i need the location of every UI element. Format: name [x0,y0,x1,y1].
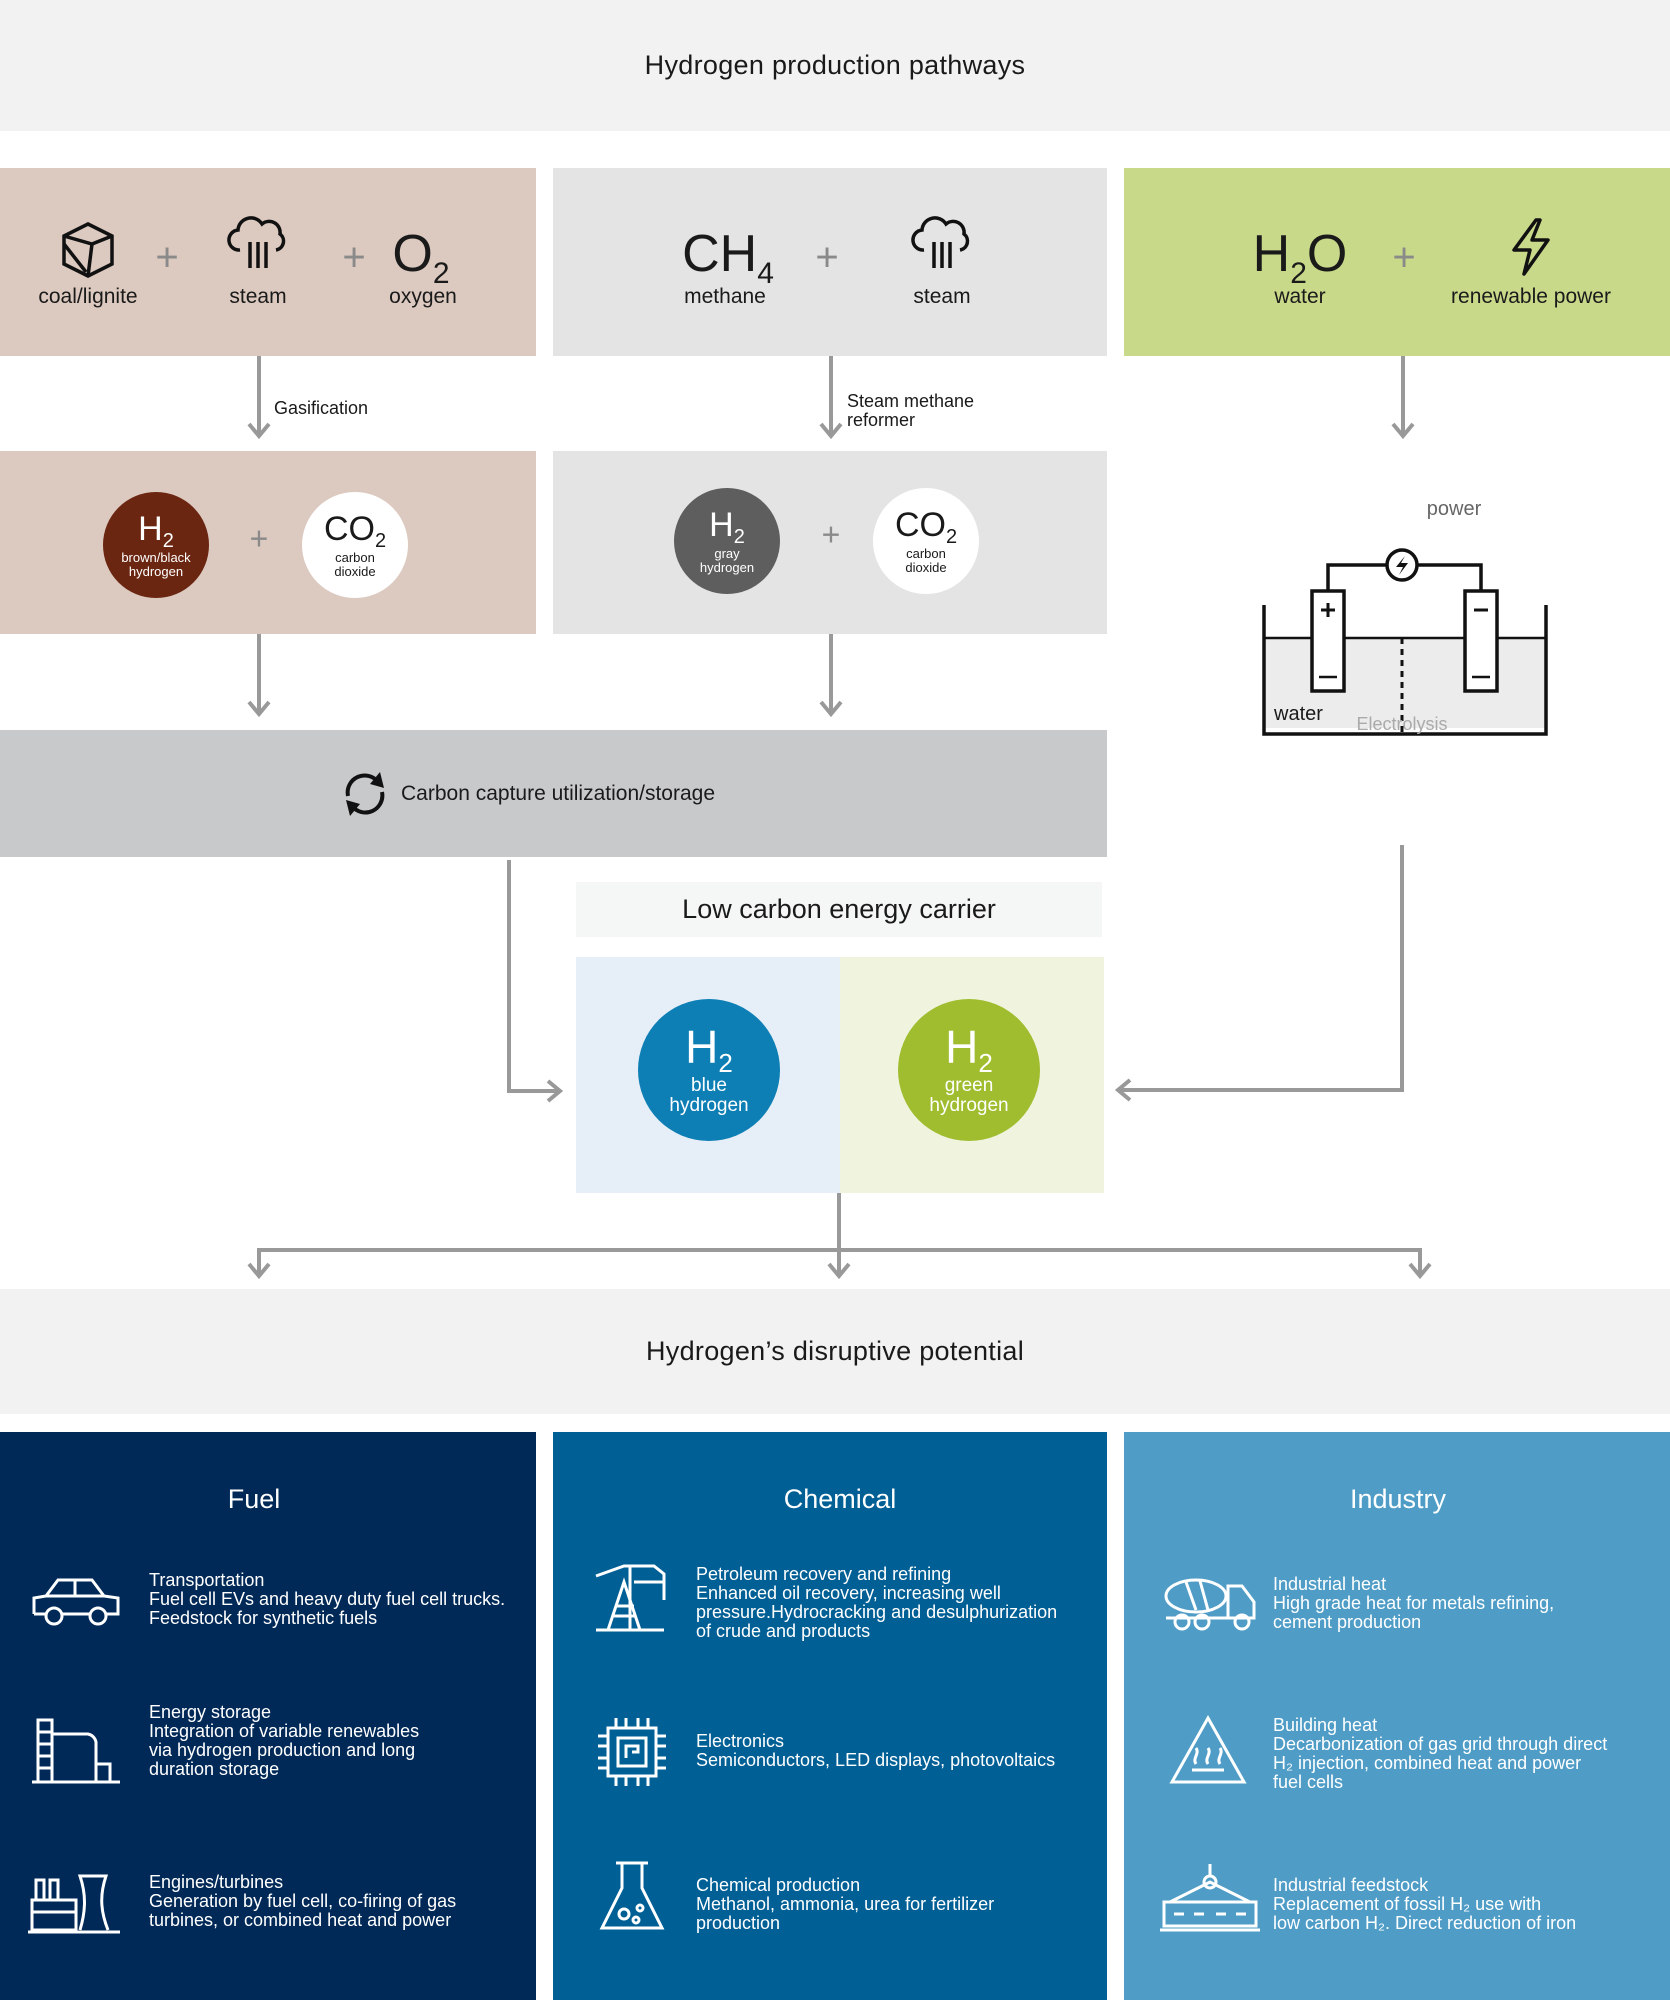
coal-icon [62,222,114,278]
oil-pump-icon [595,1564,666,1632]
gray-hydrogen-circle: H2 gray hydrogen [674,488,780,594]
coal-steam-label: steam [229,285,287,308]
ccus-label: Carbon capture utilization/storage [401,782,716,805]
item-description-line: Fuel cell EVs and heavy duty fuel cell t… [149,1589,506,1609]
gasification-label: Gasification [274,398,369,418]
item-description-line: Replacement of fossil H₂ use with [1273,1894,1542,1914]
carrier-title: Low carbon energy carrier [682,894,996,924]
plus-sign: + [342,235,366,280]
item-heading: Industrial heat [1273,1574,1387,1594]
item-description-line: Decarbonization of gas grid through dire… [1273,1734,1608,1754]
methane-source-box [553,168,1107,356]
water-formula: H2O [1252,225,1348,290]
item-description-line: low carbon H₂. Direct reduction of iron [1273,1913,1577,1933]
coal-co2-circle: CO2 carbon dioxide [302,492,408,598]
item-heading: Chemical production [696,1875,861,1895]
heat-warning-icon [1169,1714,1247,1784]
flask-icon [599,1861,665,1930]
item-description-line: Feedstock for synthetic fuels [149,1608,378,1628]
methane-co2-circle: CO2 carbon dioxide [873,488,979,594]
pathways-title: Hydrogen production pathways [644,50,1026,80]
item-heading: Electronics [696,1731,785,1751]
potential-title-bar: Hydrogen’s disruptive potential [0,1289,1670,1414]
blue-hydrogen-circle: H2 blue hydrogen [638,999,780,1141]
methane-steam-label: steam [913,285,971,308]
plus-sign: + [155,235,179,280]
recycle-icon [345,772,385,816]
methane-output-box [553,451,1107,634]
methane-label: methane [684,285,766,308]
mixer-truck-icon [1164,1578,1256,1631]
fuel-panel-title: Fuel [227,1484,281,1514]
green-hydrogen-circle: H2 green hydrogen [898,999,1040,1141]
lightning-icon [1512,218,1550,276]
item-description-line: duration storage [149,1759,280,1779]
item-description-line: Enhanced oil recovery, increasing well [696,1583,1001,1603]
item-description-line: Generation by fuel cell, co-firing of ga… [149,1891,457,1911]
item-description-line: turbines, or combined heat and power [149,1910,452,1930]
electrolysis-water-label: water [1274,703,1323,725]
item-description-line: Semiconductors, LED displays, photovolta… [696,1750,1056,1770]
item-description-line: Methanol, ammonia, urea for fertilizer [696,1894,995,1914]
storage-tank-icon [32,1718,120,1784]
potential-title: Hydrogen’s disruptive potential [645,1336,1025,1366]
crane-icon [1160,1864,1260,1932]
water-label: water [1274,285,1326,308]
renewable-power-label: renewable power [1451,285,1611,308]
chip-icon [598,1718,666,1786]
power-plant-icon [28,1874,120,1934]
steam-icon [911,216,970,268]
item-heading: Industrial feedstock [1273,1875,1429,1895]
electrolysis-label: Electrolysis [1356,714,1448,734]
pathways-title-bar: Hydrogen production pathways [0,0,1670,131]
item-description-line: production [696,1913,781,1933]
plus-sign: + [815,235,839,280]
industry-panel [1124,1432,1670,2000]
item-description-line: of crude and products [696,1621,871,1641]
item-heading: Transportation [149,1570,265,1590]
methane-formula: CH4 [682,225,774,290]
fuel-panel [0,1432,536,2000]
chemical-panel [553,1432,1107,2000]
electrolysis-cell-icon [1262,548,1548,736]
item-heading: Energy storage [149,1702,272,1722]
item-description-line: cement production [1273,1612,1422,1632]
electrolysis-power-label: power [1426,498,1482,520]
item-description-line: H₂ injection, combined heat and power [1273,1753,1582,1773]
item-description-line: High grade heat for metals refining, [1273,1593,1555,1613]
coal-output-box [0,451,536,634]
car-icon [32,1578,120,1626]
water-source-box [1124,168,1670,356]
carrier-title-bar: Low carbon energy carrier [576,882,1102,937]
ccus-bar [0,730,1107,857]
industry-panel-title: Industry [1349,1484,1447,1514]
brown-hydrogen-circle: H2 brown/black hydrogen [103,492,209,598]
oxygen-label: oxygen [389,285,457,308]
item-description-line: pressure.Hydrocracking and desulphurizat… [696,1602,1058,1622]
coal-label: coal/lignite [38,285,138,308]
plus-sign: + [1392,235,1416,280]
item-heading: Building heat [1273,1715,1378,1735]
item-description-line: Integration of variable renewables [149,1721,420,1741]
item-description-line: via hydrogen production and long [149,1740,416,1760]
item-description-line: fuel cells [1273,1772,1344,1792]
reformer-label: Steam methane reformer [847,391,975,430]
plus-sign: + [249,520,269,557]
item-heading: Petroleum recovery and refining [696,1564,952,1584]
chemical-panel-title: Chemical [783,1484,897,1514]
oxygen-formula: O2 [392,225,450,290]
plus-sign: + [821,516,841,553]
item-heading: Engines/turbines [149,1872,284,1892]
steam-icon [227,216,286,268]
